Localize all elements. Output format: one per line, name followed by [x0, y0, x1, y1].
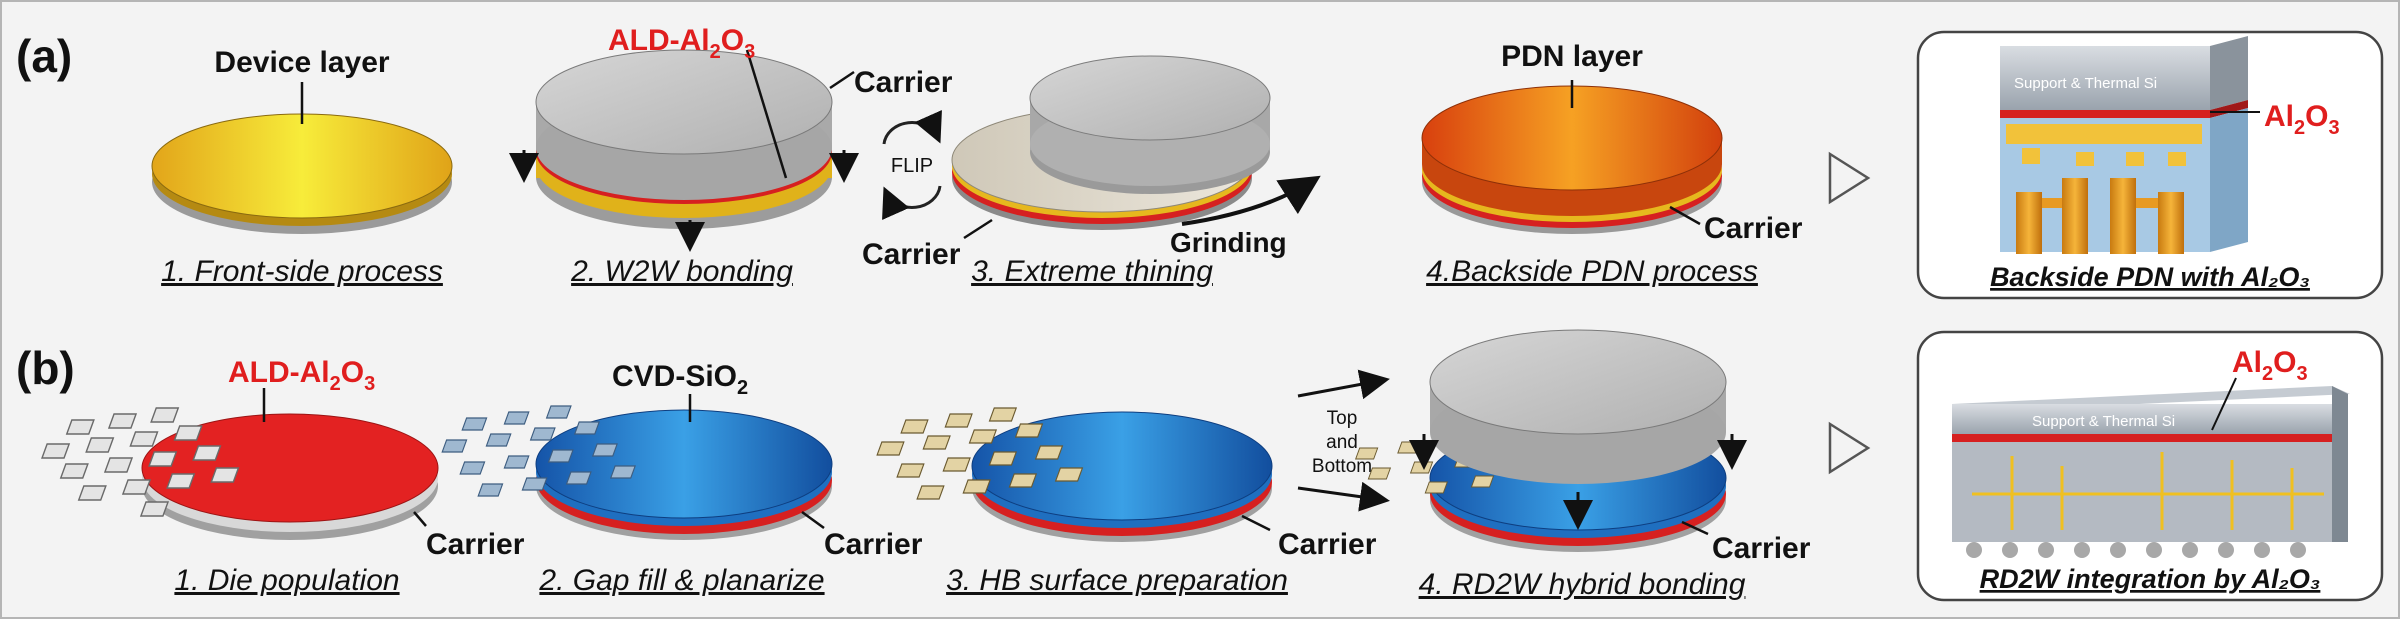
al2o3-callout-a: Al2O3	[2264, 100, 2340, 139]
flip-arrows-icon	[882, 109, 942, 221]
flip-label: FLIP	[891, 155, 933, 177]
a3-caption: 3. Extreme thining	[971, 255, 1213, 288]
a1-front-side-wafer	[151, 82, 453, 234]
ald-al2o3-label-b: ALD-Al2O3	[228, 356, 375, 395]
tb-bottom-label: Bottom	[1312, 456, 1372, 477]
b4-hybrid-bonding-stack	[1354, 329, 1747, 552]
b2-caption: 2. Gap fill & planarize	[538, 564, 824, 597]
b3-hb-surface-wafer	[876, 407, 1273, 542]
a2-bonded-wafer-stack	[509, 49, 859, 252]
top-bottom-arrows	[1297, 369, 1390, 512]
b3-caption: 3. HB surface preparation	[946, 564, 1288, 597]
result-a-title: Backside PDN with Al₂O₃	[1990, 262, 2310, 292]
result-box-a	[1916, 30, 2384, 300]
b2-carrier-label: Carrier	[824, 528, 923, 561]
b1-carrier-label: Carrier	[426, 528, 525, 561]
b1-die-population-wafer	[41, 388, 439, 540]
panel-a-tag: (a)	[16, 30, 72, 82]
ald-al2o3-label-a: ALD-Al2O3	[608, 24, 755, 63]
b3-carrier-label: Carrier	[1278, 528, 1377, 561]
a4-caption: 4.Backside PDN process	[1426, 255, 1758, 288]
b2-gap-fill-wafer	[441, 394, 833, 540]
support-si-text-b: Support & Thermal Si	[2032, 413, 2175, 430]
tb-and-label: and	[1326, 432, 1358, 453]
cvd-sio2-label: CVD-SiO2	[612, 360, 748, 399]
panel-b-tag: (b)	[16, 342, 75, 394]
b2-die-pattern	[441, 405, 636, 497]
b3-bond-pads	[876, 407, 1084, 500]
a3-thinning-stack	[951, 55, 1321, 240]
b1-die-cavities	[41, 407, 240, 517]
b4-caption: 4. RD2W hybrid bonding	[1419, 568, 1746, 601]
grinding-label: Grinding	[1170, 227, 1287, 258]
a2-carrier-label: Carrier	[854, 66, 953, 99]
al2o3-callout-b: Al2O3	[2232, 346, 2308, 385]
a1-caption: 1. Front-side process	[161, 255, 443, 288]
solder-bumps	[1966, 542, 2306, 558]
support-si-text-a: Support & Thermal Si	[2014, 75, 2157, 92]
a2-caption: 2. W2W bonding	[570, 255, 793, 288]
result-box-b	[1916, 330, 2384, 602]
a4-pdn-wafer	[1421, 80, 1723, 234]
device-layer-label: Device layer	[214, 46, 389, 79]
a4-carrier-label: Carrier	[1704, 212, 1803, 245]
b1-caption: 1. Die population	[174, 564, 399, 597]
result-arrow-a-icon	[1828, 151, 1871, 205]
a3-carrier-label: Carrier	[862, 238, 961, 271]
result-b-title: RD2W integration by Al₂O₃	[1980, 564, 2321, 594]
b4-carrier-label: Carrier	[1712, 532, 1811, 565]
tb-top-label: Top	[1327, 408, 1358, 429]
pdn-layer-label: PDN layer	[1501, 40, 1643, 73]
result-arrow-b-icon	[1828, 421, 1871, 475]
